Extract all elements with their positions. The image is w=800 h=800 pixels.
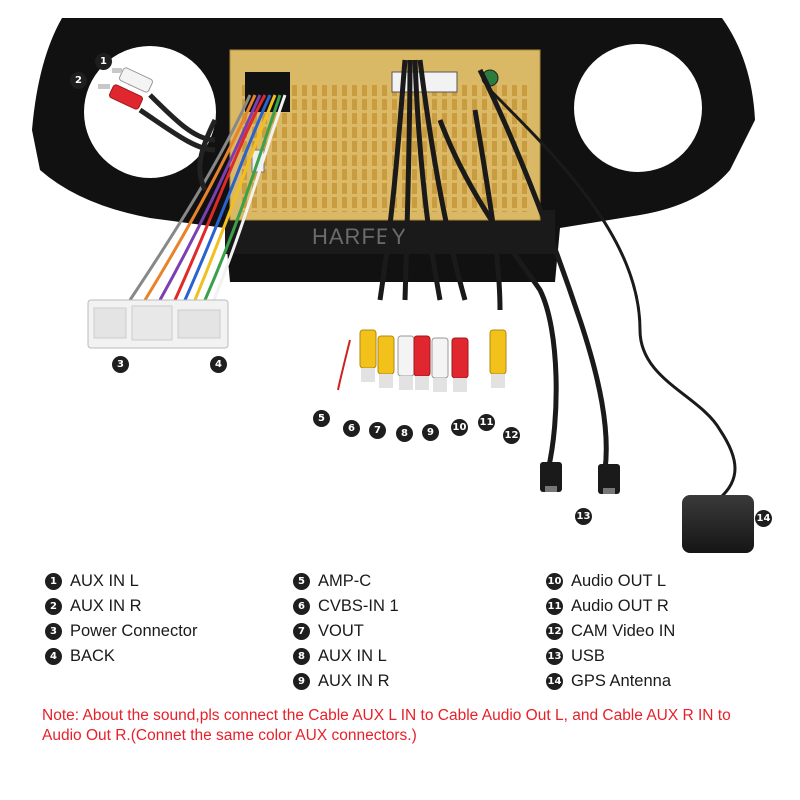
legend-item: 1 AUX IN L — [45, 569, 197, 594]
legend-item: 10 Audio OUT L — [546, 569, 675, 594]
legend-label: Audio OUT L — [571, 572, 667, 590]
wire-harness — [128, 94, 287, 346]
legend-label: AUX IN R — [70, 597, 142, 615]
legend-column-2: 5 AMP-C 6 CVBS-IN 1 7 VOUT 8 AUX IN L 9 AUX I… — [293, 569, 399, 694]
usb-connectors — [540, 462, 620, 494]
marker-10: 10 — [451, 419, 468, 436]
legend-item: 5 AMP-C — [293, 569, 399, 594]
legend-marker: 12 — [546, 623, 563, 640]
legend-marker: 4 — [45, 648, 62, 665]
legend-marker: 9 — [293, 673, 310, 690]
legend-marker: 1 — [45, 573, 62, 590]
legend-column-3: 10 Audio OUT L 11 Audio OUT R 12 CAM Video … — [546, 569, 675, 694]
legend-marker: 3 — [45, 623, 62, 640]
legend-label: BACK — [70, 647, 115, 665]
legend-label: CAM Video IN — [571, 622, 676, 640]
legend-marker: 13 — [546, 648, 563, 665]
legend-label: Power Connector — [70, 622, 198, 640]
legend-marker: 7 — [293, 623, 310, 640]
marker-3: 3 — [112, 356, 129, 373]
legend-item: 7 VOUT — [293, 619, 399, 644]
legend-label: AUX IN R — [318, 672, 390, 690]
legend-label: USB — [571, 647, 605, 665]
legend-item: 9 AUX IN R — [293, 669, 399, 694]
gps-antenna — [682, 495, 754, 553]
legend-item: 11 Audio OUT R — [546, 594, 675, 619]
legend-marker: 5 — [293, 573, 310, 590]
sound-connection-note: Note: About the sound,pls connect the Ca… — [42, 707, 731, 744]
marker-14: 14 — [755, 510, 772, 527]
rca-cable-cluster — [377, 59, 737, 500]
legend-label: AMP-C — [318, 572, 372, 590]
marker-7: 7 — [369, 422, 386, 439]
legend-marker: 2 — [45, 598, 62, 615]
legend-label: GPS Antenna — [571, 672, 671, 690]
marker-4: 4 — [210, 356, 227, 373]
head-unit-chassis: HARFEY — [229, 49, 541, 249]
legend-item: 6 CVBS-IN 1 — [293, 594, 399, 619]
legend-marker: 10 — [546, 573, 563, 590]
legend-item: 2 AUX IN R — [45, 594, 197, 619]
marker-5: 5 — [313, 410, 330, 427]
legend-label: Audio OUT R — [571, 597, 669, 615]
power-connector-plug — [87, 299, 229, 349]
marker-9: 9 — [422, 424, 439, 441]
marker-11: 11 — [478, 414, 495, 431]
legend-marker: 8 — [293, 648, 310, 665]
marker-12: 12 — [503, 427, 520, 444]
marker-13: 13 — [575, 508, 592, 525]
legend-item: 12 CAM Video IN — [546, 619, 675, 644]
rca-plugs-center — [337, 329, 507, 392]
legend-item: 4 BACK — [45, 644, 197, 669]
wiring-diagram-photo: HARFEY — [32, 18, 755, 553]
legend-marker: 11 — [546, 598, 563, 615]
aux-in-plugs-top-left — [98, 67, 216, 153]
legend-item: 13 USB — [546, 644, 675, 669]
marker-6: 6 — [343, 420, 360, 437]
marker-2: 2 — [70, 72, 87, 89]
legend-column-1: 1 AUX IN L 2 AUX IN R 3 Power Connector 4 BA… — [45, 569, 197, 669]
legend-item: 14 GPS Antenna — [546, 669, 675, 694]
legend-label: VOUT — [318, 622, 364, 640]
legend-label: AUX IN L — [70, 572, 139, 590]
legend-item: 3 Power Connector — [45, 619, 197, 644]
legend-label: CVBS-IN 1 — [318, 597, 399, 615]
marker-8: 8 — [396, 425, 413, 442]
legend-marker: 6 — [293, 598, 310, 615]
marker-1: 1 — [95, 53, 112, 70]
watermark: HARFEY — [312, 224, 407, 249]
legend-marker: 14 — [546, 673, 563, 690]
legend-item: 8 AUX IN L — [293, 644, 399, 669]
legend-label: AUX IN L — [318, 647, 387, 665]
